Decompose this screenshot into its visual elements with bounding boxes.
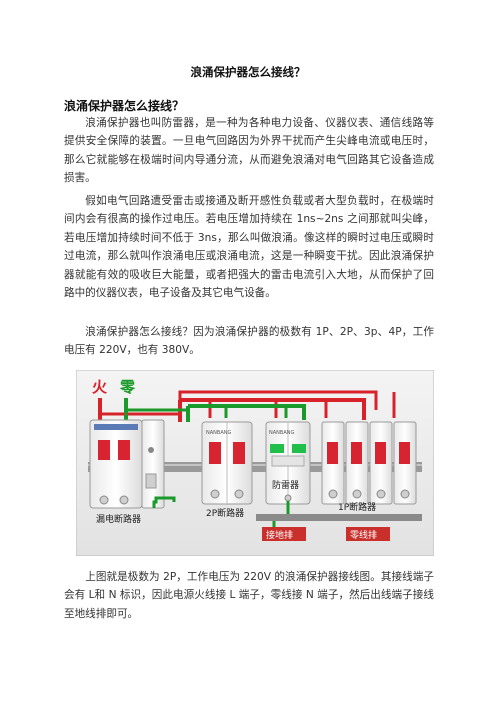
din-rail xyxy=(88,462,422,472)
neutral-bar-tag xyxy=(346,527,390,541)
neutral-bar-label: 零线排 xyxy=(350,529,377,541)
paragraph-3: 浪涌保护器怎么接线？因为浪涌保护器的极数有 1P、2P、3p、4P，工作电压有 … xyxy=(64,326,434,357)
surge-protector: NANBANG 防雷器 xyxy=(265,421,311,505)
wiring-diagram-svg: 火 零 xyxy=(76,370,434,556)
neutral-label: 零 xyxy=(119,378,136,396)
breaker-2p-handle-1 xyxy=(209,442,221,464)
breaker-1p-group xyxy=(321,421,417,505)
document-title: 浪涌保护器怎么接线？ xyxy=(190,65,306,79)
breaker-2p: NANBANG xyxy=(201,421,253,505)
surge-protector-brand: NANBANG xyxy=(269,430,294,436)
ground-bar-tag xyxy=(262,527,306,541)
spd-window-1 xyxy=(270,444,284,453)
wiring-diagram-photo: 火 零 xyxy=(76,370,434,556)
breaker-1p-label: 1P断路器 xyxy=(338,501,376,513)
surge-protector-label: 防雷器 xyxy=(272,479,299,491)
breaker-2p-handle-2 xyxy=(233,442,245,464)
leakage-breaker xyxy=(89,419,165,509)
paragraph-4: 上图就是极数为 2P，工作电压为 220V 的浪涌保护器接线图。其接线端子会有 … xyxy=(64,571,434,620)
breaker-2p-brand: NANBANG xyxy=(206,430,231,436)
leakage-breaker-handle-1 xyxy=(98,440,110,460)
leakage-breaker-handle-2 xyxy=(118,440,130,460)
ground-bar xyxy=(256,514,352,521)
ground-bar-label: 接地排 xyxy=(266,529,293,541)
live-label: 火 xyxy=(92,378,108,396)
neutral-bar xyxy=(338,514,422,521)
leakage-breaker-label: 漏电断路器 xyxy=(96,513,141,525)
breaker-2p-label: 2P断路器 xyxy=(206,507,244,519)
spd-window-2 xyxy=(292,444,306,453)
paragraph-1: 浪涌保护器也叫防雷器，是一种为各种电力设备、仪器仪表、通信线路等提供安全保障的装… xyxy=(64,117,434,185)
paragraph-2: 假如电气回路遭受雷击或接通及断开感性负载或者大型负载时，在极端时间内会有很高的操… xyxy=(64,195,434,300)
section-heading: 浪涌保护器怎么接线？ xyxy=(64,99,185,113)
